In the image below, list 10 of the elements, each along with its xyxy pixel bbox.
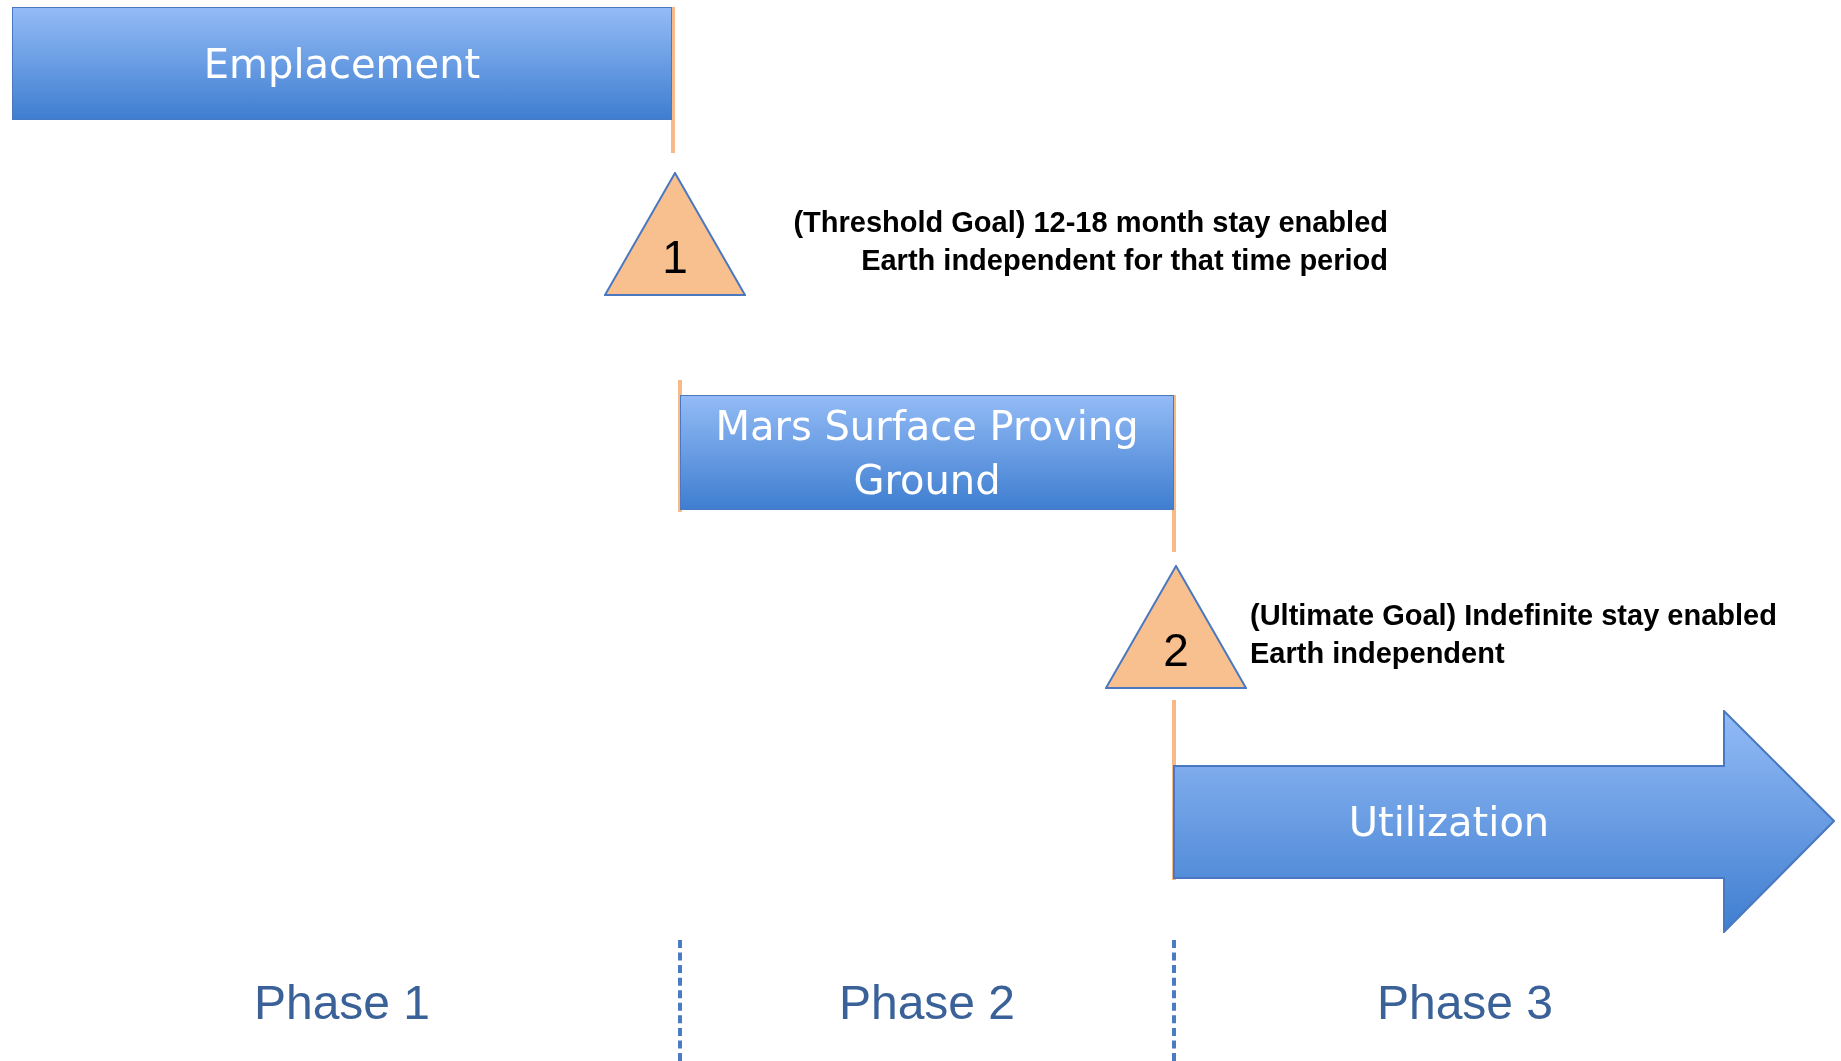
milestone-triangle: 2 bbox=[1105, 565, 1247, 689]
timeline-bar: Mars Surface Proving Ground bbox=[680, 395, 1174, 510]
phase-label: Phase 2 bbox=[837, 975, 1017, 1030]
timeline-bar: Emplacement bbox=[12, 7, 672, 120]
milestone-note: (Threshold Goal) 12-18 month stay enabled Earth independent for that time period bbox=[792, 205, 1388, 278]
arrow-bar: Utilization bbox=[1173, 710, 1835, 933]
milestone-triangle: 1 bbox=[604, 172, 746, 296]
phase-label: Phase 1 bbox=[252, 975, 432, 1030]
milestone-note: (Ultimate Goal) Indefinite stay enabled Earth independent bbox=[1250, 598, 1778, 671]
phase-label: Phase 3 bbox=[1375, 975, 1555, 1030]
